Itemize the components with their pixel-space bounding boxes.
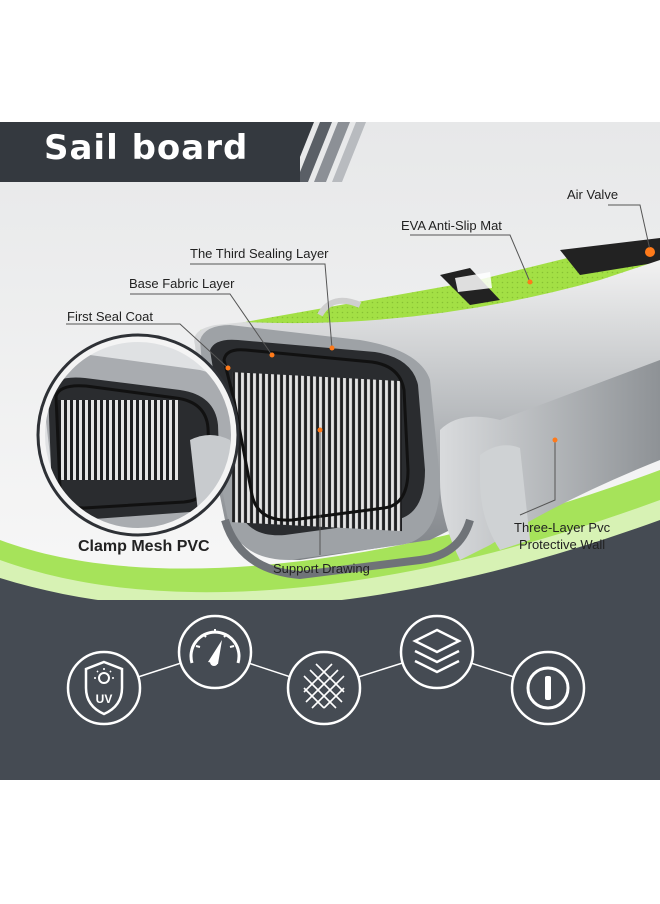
leader-lines	[66, 204, 651, 555]
pressure-gauge-icon	[177, 614, 253, 690]
label-eva-anti-slip-mat: EVA Anti-Slip Mat	[401, 218, 502, 233]
valve-icon	[510, 650, 586, 726]
label-clamp-mesh-pvc: Clamp Mesh PVC	[78, 538, 210, 555]
page-title: Sail board	[44, 128, 249, 168]
magnifier-lens	[36, 333, 240, 537]
feature-icon-row: UV	[66, 614, 586, 726]
label-base-fabric-layer: Base Fabric Layer	[129, 276, 235, 291]
label-support-drawing: Support Drawing	[273, 561, 370, 576]
label-three-layer-line-1: Three-Layer Pvc	[514, 520, 611, 535]
header-banner	[0, 122, 300, 182]
layers-icon	[399, 614, 475, 690]
label-first-seal-coat: First Seal Coat	[67, 309, 153, 324]
uv-label: UV	[96, 692, 113, 706]
uv-shield-icon	[66, 650, 142, 726]
leader-dots	[225, 247, 653, 443]
mesh-icon	[286, 650, 362, 726]
label-three-layer-pvc-wall: Three-Layer Pvc Protective Wall	[514, 520, 610, 552]
label-three-layer-line-2: Protective Wall	[518, 537, 606, 552]
label-third-sealing-layer: The Third Sealing Layer	[190, 246, 329, 261]
label-air-valve: Air Valve	[567, 187, 619, 202]
